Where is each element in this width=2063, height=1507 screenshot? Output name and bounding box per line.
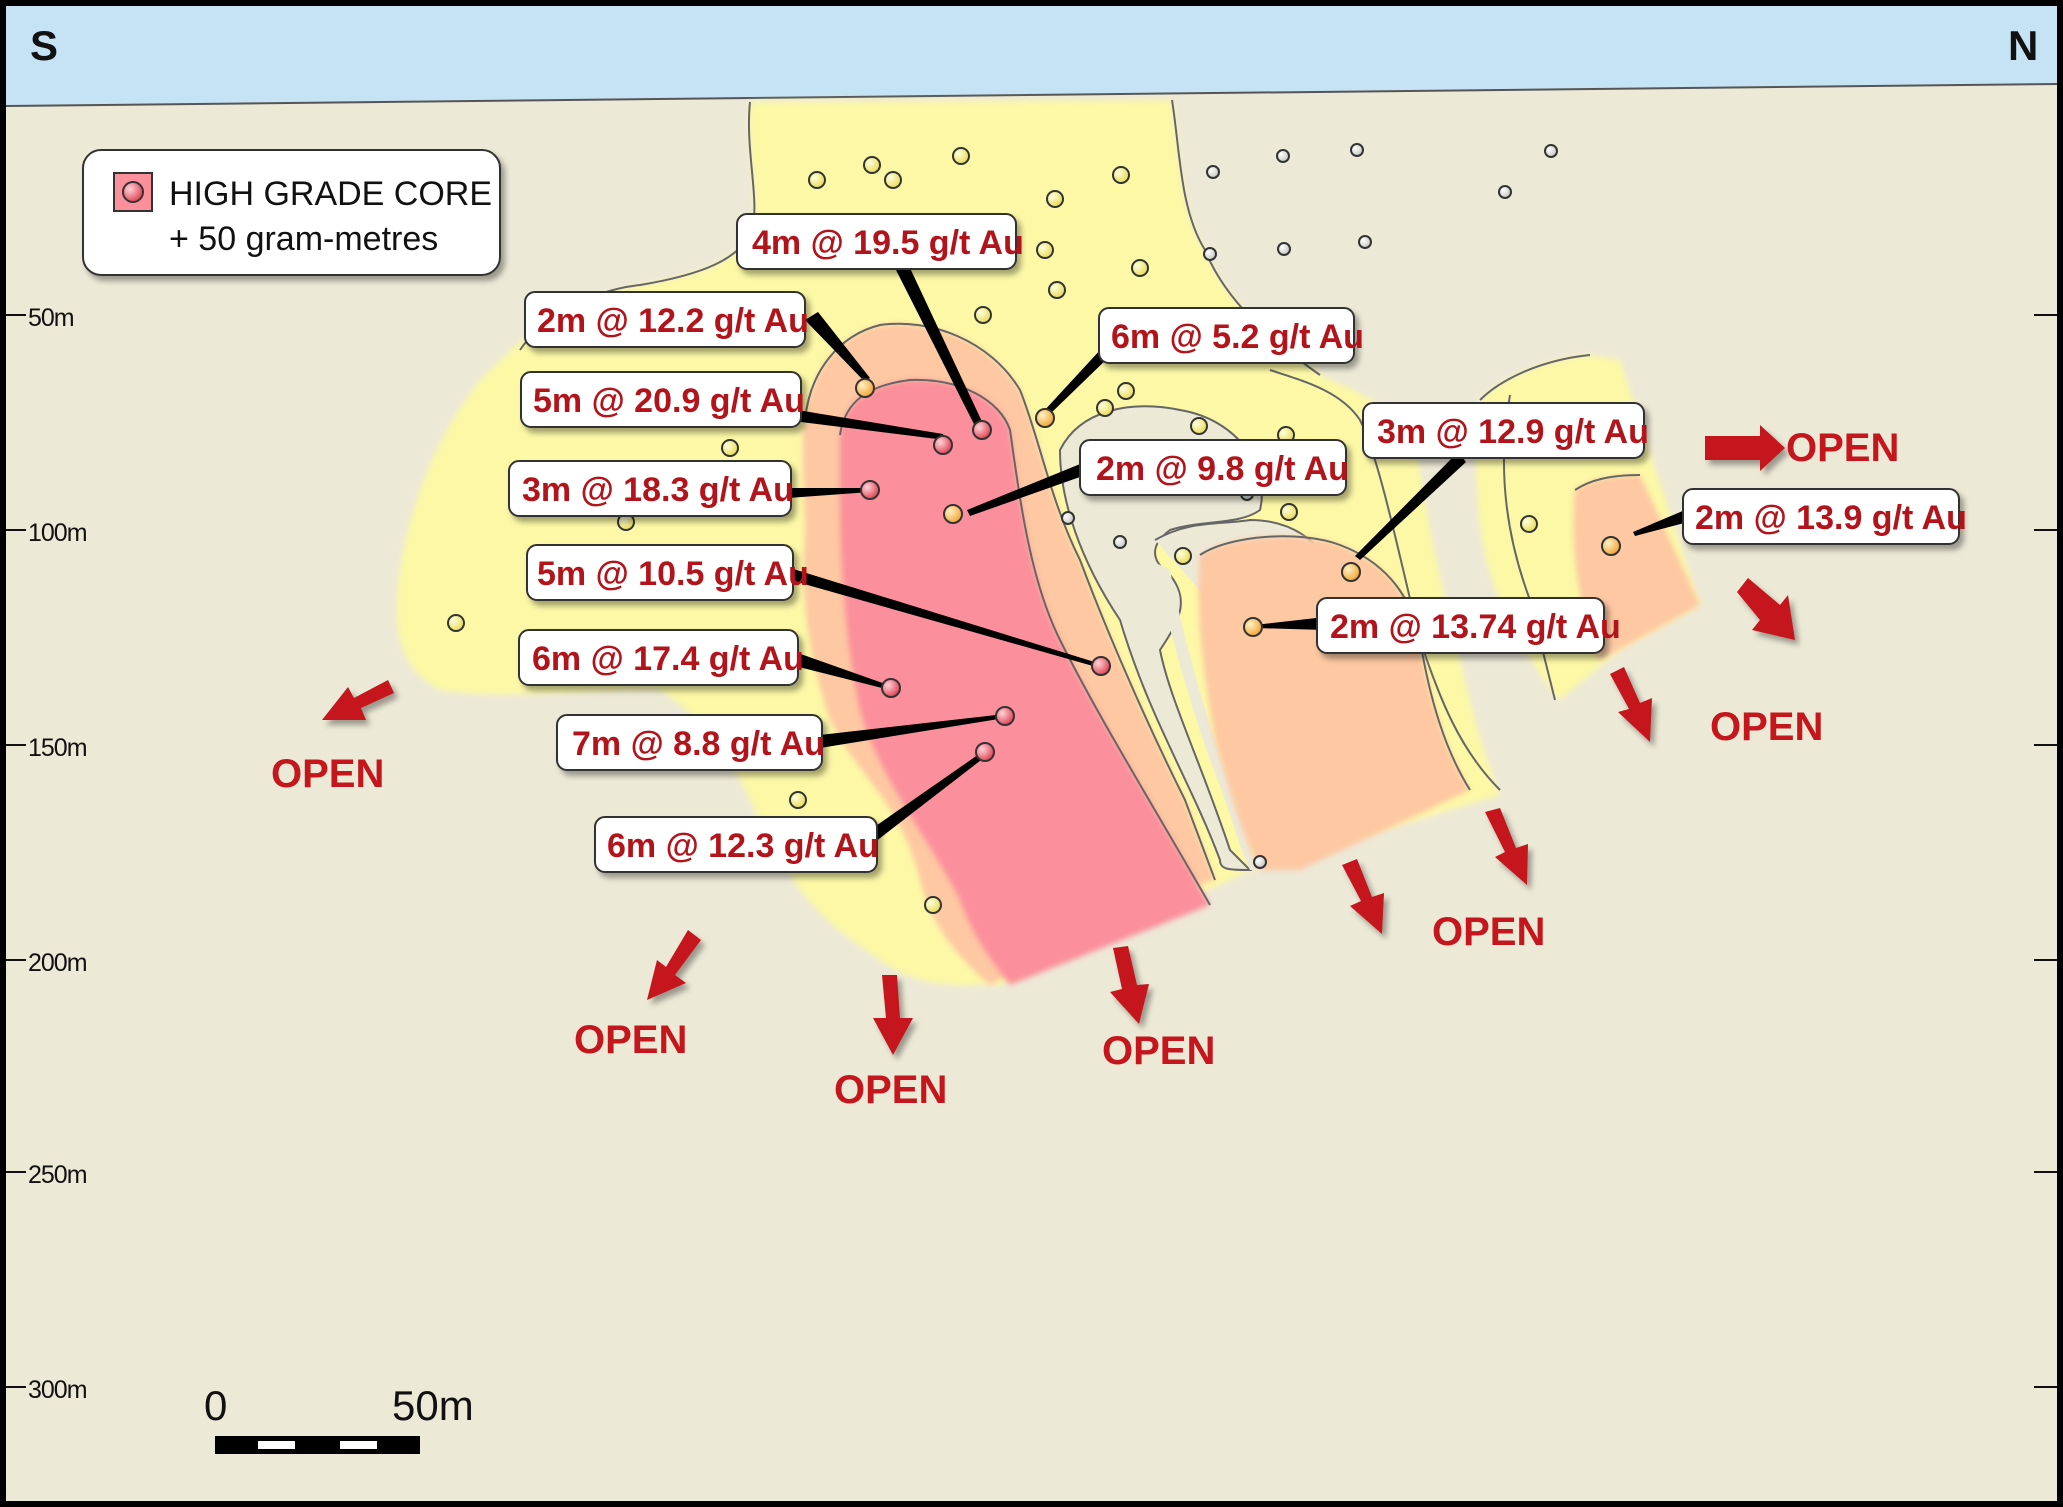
intercept-label: 2m @ 13.9 g/t Au	[1695, 499, 1967, 537]
open-arrow-icon	[1485, 808, 1528, 885]
compass-south: S	[30, 22, 58, 69]
open-arrow-icon	[873, 975, 913, 1055]
open-arrow-icon	[1610, 667, 1652, 742]
legend-subtitle: + 50 gram-metres	[169, 220, 438, 258]
depth-axis-right	[2034, 314, 2057, 1388]
legend-title: HIGH GRADE CORE	[169, 175, 492, 213]
depth-label: 250m	[28, 1161, 87, 1189]
open-arrow-icon	[1110, 946, 1149, 1024]
intercept-point-grade	[1243, 617, 1263, 637]
scale-start-label: 0	[204, 1382, 227, 1429]
intercept-label: 5m @ 10.5 g/t Au	[537, 555, 809, 593]
intercept-label: 2m @ 9.8 g/t Au	[1096, 450, 1349, 488]
intercept-label: 6m @ 12.3 g/t Au	[607, 827, 879, 865]
high-grade-core	[840, 379, 1210, 986]
intercept-point-grade	[1601, 536, 1621, 556]
open-label: OPEN	[834, 1068, 947, 1112]
intercept-point-high-grade	[975, 742, 995, 762]
intercept-point-grade	[1035, 408, 1055, 428]
drill-hole-pierce-points	[447, 143, 1558, 914]
intercept-point-high-grade	[1091, 656, 1111, 676]
depth-label: 150m	[28, 734, 87, 762]
sky-band	[6, 6, 2057, 106]
intercept-label: 5m @ 20.9 g/t Au	[533, 382, 805, 420]
open-arrows	[322, 425, 1795, 1055]
intercept-label: 4m @ 19.5 g/t Au	[752, 224, 1024, 262]
depth-label: 50m	[28, 304, 74, 332]
intercept-point-grade	[943, 504, 963, 524]
open-label: OPEN	[1432, 910, 1545, 954]
intercept-points	[855, 378, 1621, 762]
intercept-label: 2m @ 13.74 g/t Au	[1330, 608, 1621, 646]
intercept-label: 6m @ 17.4 g/t Au	[532, 640, 804, 678]
intercept-point-high-grade	[860, 480, 880, 500]
intercept-label: 7m @ 8.8 g/t Au	[572, 725, 825, 763]
intercept-label: 6m @ 5.2 g/t Au	[1111, 318, 1364, 356]
mid-zone-east	[1573, 475, 1700, 660]
open-label: OPEN	[271, 752, 384, 796]
depth-axis-left	[6, 314, 26, 1388]
legend	[82, 149, 501, 276]
scale-end-label: 50m	[392, 1382, 474, 1429]
open-arrow-icon	[1737, 578, 1795, 640]
callout-leaders	[785, 268, 1688, 842]
intercept-label: 3m @ 12.9 g/t Au	[1377, 413, 1649, 451]
open-label: OPEN	[574, 1018, 687, 1062]
depth-label: 300m	[28, 1376, 87, 1404]
intercept-label: 3m @ 18.3 g/t Au	[522, 471, 794, 509]
open-arrow-icon	[1705, 425, 1785, 471]
intercept-point-high-grade	[995, 706, 1015, 726]
open-arrow-icon	[647, 930, 701, 1000]
open-label: OPEN	[1786, 426, 1899, 470]
high-grade-dot-icon	[122, 181, 144, 203]
intercept-point-high-grade	[933, 435, 953, 455]
callout-boxes	[508, 213, 1960, 873]
intercept-point-grade	[855, 378, 875, 398]
open-arrow-icon	[322, 680, 394, 720]
intercept-point-high-grade	[881, 678, 901, 698]
depth-label: 100m	[28, 519, 87, 547]
open-arrow-icon	[1342, 859, 1384, 934]
scale-bar	[215, 1436, 420, 1454]
depth-label: 200m	[28, 949, 87, 977]
compass-north: N	[2008, 22, 2038, 69]
ground-surface-line	[5, 83, 2058, 107]
intercept-label: 2m @ 12.2 g/t Au	[537, 302, 809, 340]
open-label: OPEN	[1102, 1029, 1215, 1073]
open-label: OPEN	[1710, 705, 1823, 749]
intercept-point-high-grade	[972, 420, 992, 440]
intercept-point-grade	[1341, 562, 1361, 582]
